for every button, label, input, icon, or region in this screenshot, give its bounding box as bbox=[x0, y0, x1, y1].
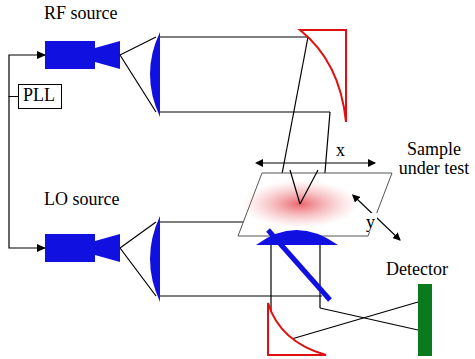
beam-through-sample bbox=[290, 170, 318, 204]
node-label: PLL bbox=[19, 85, 61, 107]
rf-lens bbox=[150, 32, 160, 117]
lo-lens bbox=[150, 216, 160, 302]
beam-lines bbox=[120, 37, 418, 345]
control-connector bbox=[9, 97, 45, 249]
x-axis-arrow bbox=[262, 162, 375, 163]
rf-horn bbox=[95, 41, 120, 69]
sample-plane bbox=[238, 173, 392, 236]
lo-source-shape bbox=[45, 234, 95, 262]
lo-horn bbox=[95, 234, 120, 262]
pll-box-shape: PLL bbox=[18, 84, 62, 109]
top-parabolic-mirror bbox=[300, 30, 346, 122]
bottom-parabolic-mirror bbox=[268, 303, 326, 355]
axis-label: y bbox=[364, 213, 377, 232]
beam-splitter bbox=[268, 230, 330, 300]
detector-shape bbox=[418, 284, 432, 356]
sample-label: Sample under test bbox=[394, 140, 474, 178]
y-axis-arrow bbox=[357, 199, 400, 240]
node-label: RF source bbox=[44, 4, 118, 24]
axis-label: x bbox=[334, 141, 347, 160]
node-label: Detector bbox=[386, 260, 448, 280]
rf-source-shape bbox=[45, 41, 95, 69]
node-label: LO source bbox=[44, 190, 119, 210]
